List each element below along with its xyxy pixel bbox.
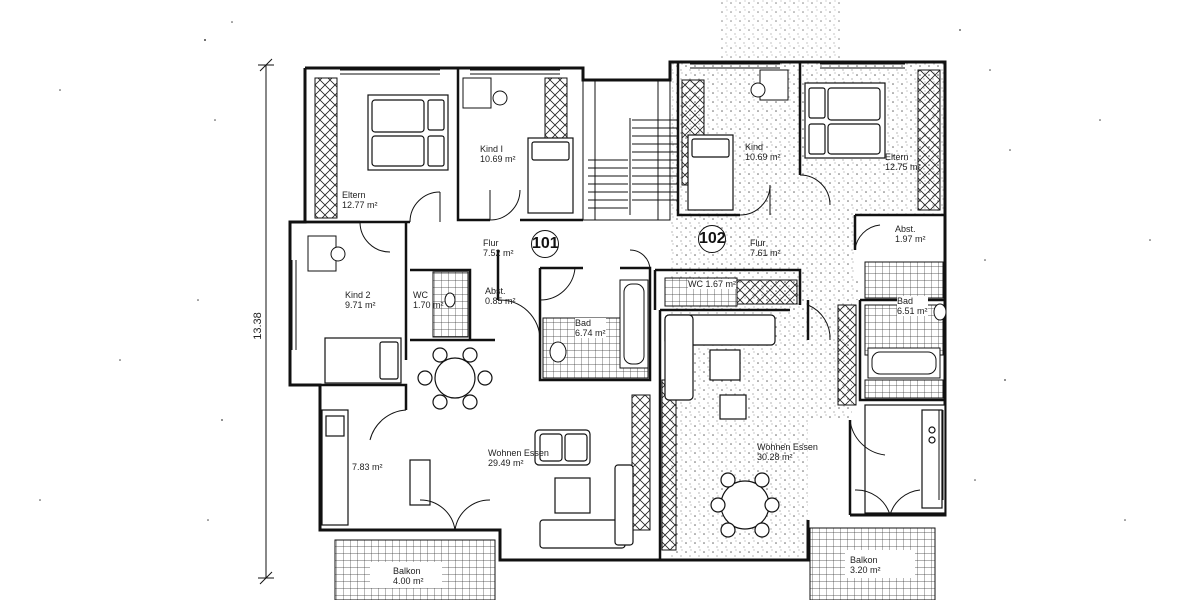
room-name: Bad — [575, 318, 592, 328]
room-area: 6.51 m² — [897, 306, 928, 316]
room-name: Abst. — [485, 286, 506, 296]
beds — [324, 82, 886, 384]
scan-noise — [39, 21, 1151, 521]
staircase — [582, 79, 678, 221]
room-name: Eltern — [885, 152, 909, 162]
dimension-line — [258, 58, 274, 585]
room-area: 12.77 m² — [342, 200, 378, 210]
room-area: 0.85 m² — [485, 296, 516, 306]
living-room-101 — [417, 347, 634, 549]
kitchens — [321, 404, 946, 526]
room-name: Eltern — [342, 190, 366, 200]
room-name: Wohnen Essen — [488, 448, 549, 458]
room-area: 7.83 m² — [352, 462, 383, 472]
interior-walls-102 — [653, 62, 945, 560]
bathrooms — [432, 261, 947, 399]
room-name: WC — [688, 279, 703, 289]
room-area: 1.70 m² — [413, 300, 444, 310]
room-name: Bad — [897, 296, 914, 306]
room-label-abst-right: Abst.1.97 m² — [895, 224, 926, 244]
room-name: Balkon — [850, 555, 878, 565]
room-area: 1.97 m² — [895, 234, 926, 244]
balconies — [334, 527, 936, 600]
unit-101-marker: 101 — [531, 230, 559, 258]
dimension-label: 13.38 — [251, 312, 264, 340]
living-room-102 — [664, 314, 780, 538]
room-name: Kind I — [480, 144, 504, 154]
desks — [307, 69, 789, 272]
room-name: Flur — [483, 238, 499, 248]
speckle-patch-top — [720, 0, 840, 60]
room-area: 10.69 m² — [480, 154, 516, 164]
room-area: 10.69 m² — [745, 152, 781, 162]
room-area: 1.67 m² — [705, 279, 737, 289]
windows — [291, 63, 944, 500]
room-name: Abst. — [895, 224, 916, 234]
room-area: 9.71 m² — [345, 300, 376, 310]
room-name: Balkon — [393, 566, 421, 576]
room-label-abst-left: Abst.0.85 m² — [485, 286, 516, 306]
room-area: 12.75 m² — [885, 162, 921, 172]
room-area: 30.28 m² — [757, 452, 793, 462]
room-area: 6.74 m² — [575, 328, 606, 338]
unit-102-marker: 102 — [698, 225, 726, 253]
doors — [359, 174, 921, 531]
room-name: Flur — [750, 238, 766, 248]
room-area: 7.52 m² — [483, 248, 514, 258]
room-label-kitchen-left: 7.83 m² — [352, 462, 383, 472]
room-area: 3.20 m² — [850, 565, 881, 575]
interior-walls-101 — [290, 68, 652, 410]
room-name: Kind — [745, 142, 764, 152]
room-area: 4.00 m² — [393, 576, 424, 586]
room-name: Kind 2 — [345, 290, 371, 300]
room-name: Wohnen Essen — [757, 442, 818, 452]
room-name: WC — [413, 290, 428, 300]
room-label-wc-right: WC 1.67 m² — [688, 279, 737, 289]
room-area: 7.61 m² — [750, 248, 781, 258]
room-area: 29.49 m² — [488, 458, 524, 468]
